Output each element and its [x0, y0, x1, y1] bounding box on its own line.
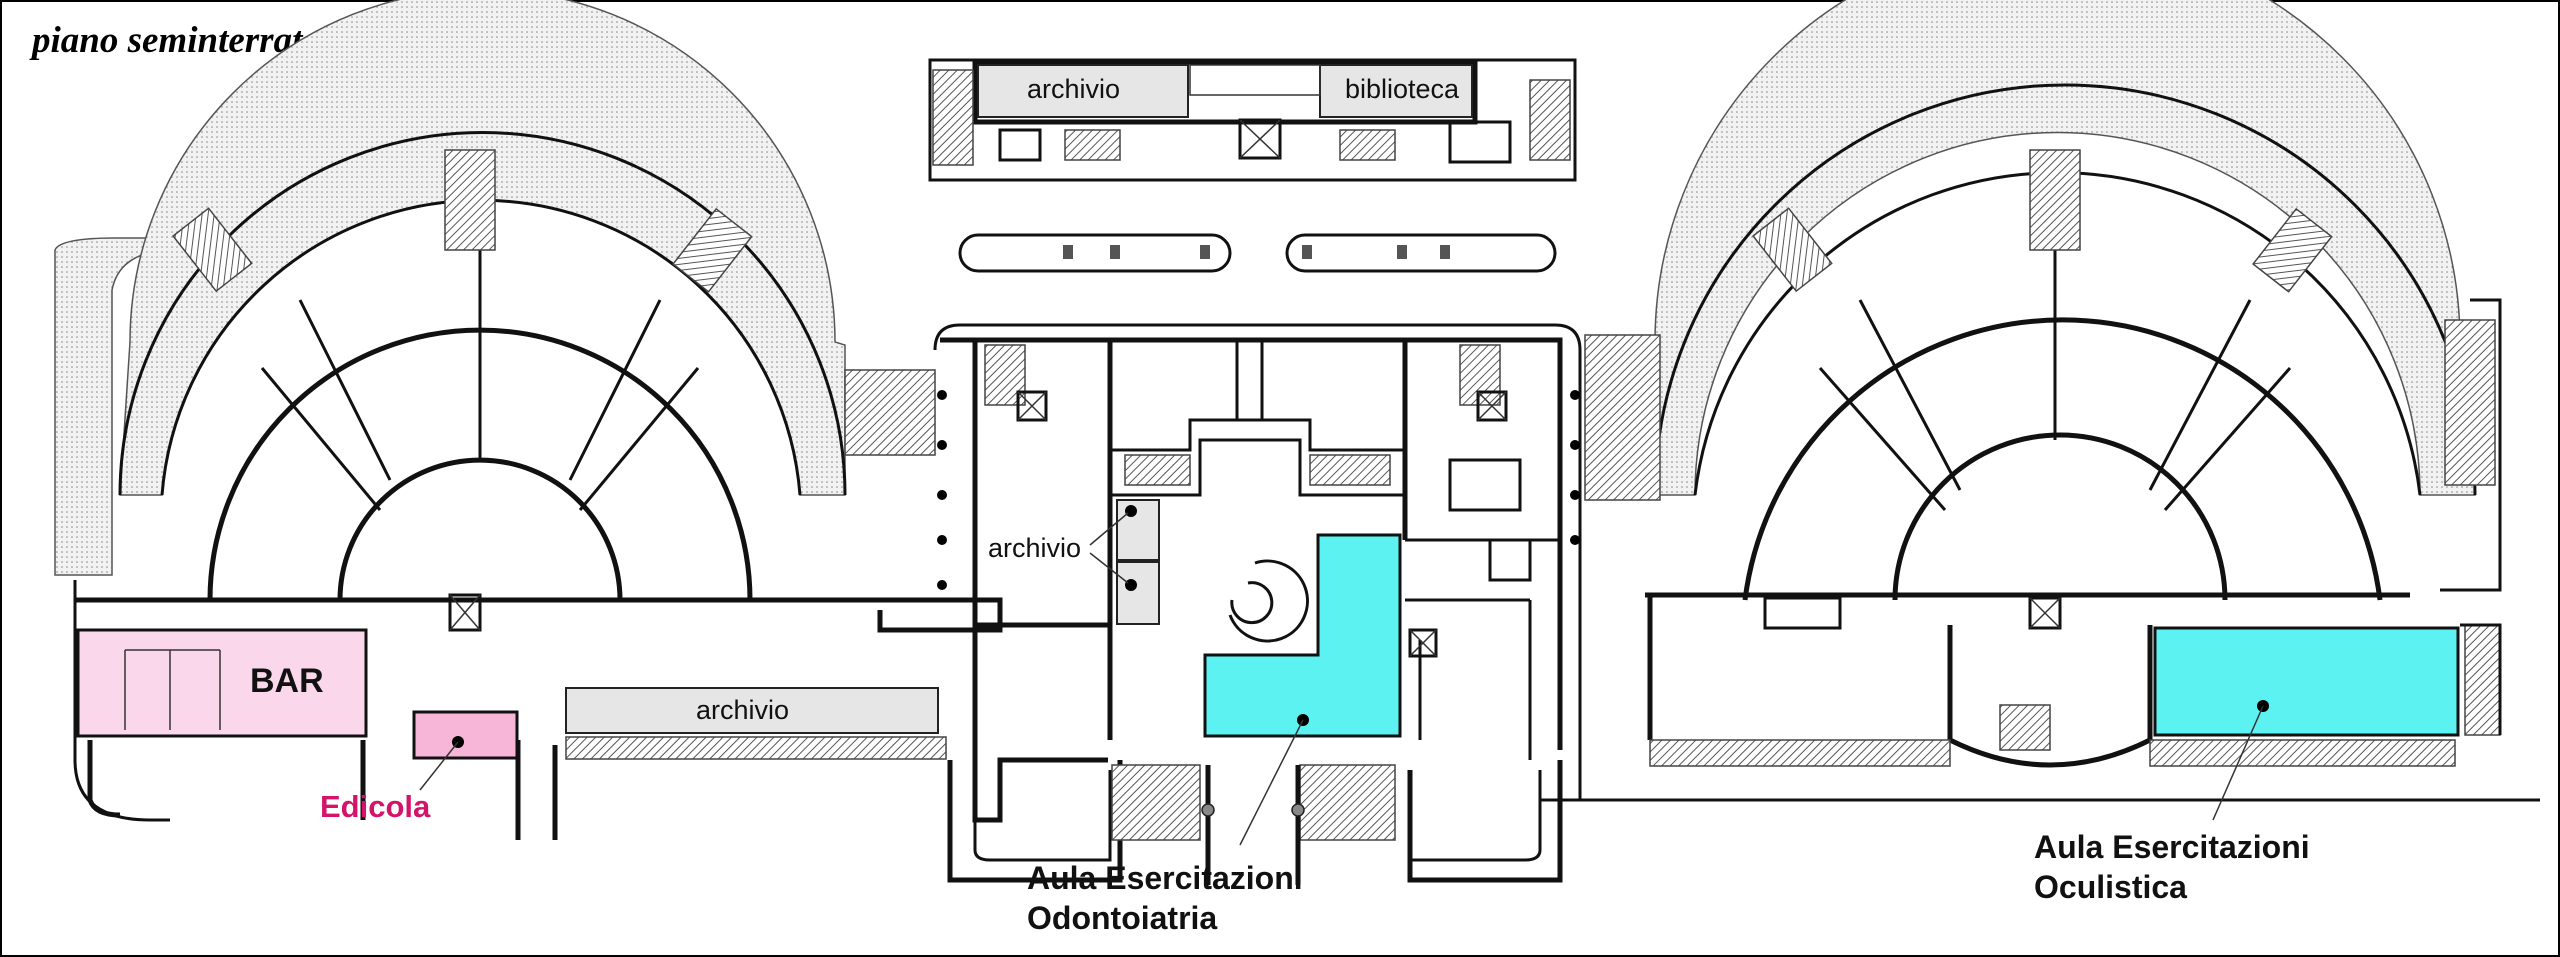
- archivio-top-room: [977, 64, 1189, 118]
- archivio-corridor-label: archivio: [696, 695, 789, 725]
- biblioteca-room: [1319, 64, 1473, 118]
- left-wing: [54, 0, 1003, 840]
- aula-odontoiatria-label-line2: Odontoiatria: [1027, 900, 1217, 936]
- archivio-center-label: archivio: [988, 533, 1081, 563]
- central-block: [933, 323, 2540, 885]
- archivio-top-label: archivio: [1027, 74, 1120, 104]
- right-wing: [1584, 0, 2502, 768]
- edicola-label: Edicola: [320, 789, 431, 824]
- strip-right: [1285, 233, 1557, 273]
- plan-title: piano seminterrato: [29, 20, 321, 61]
- aula-oculistica-room: [2153, 626, 2460, 737]
- aula-oculistica-label-line1: Aula Esercitazioni: [2034, 829, 2310, 865]
- edicola-room: [412, 710, 519, 760]
- aula-odontoiatria-room: [1203, 533, 1402, 738]
- archivio-corridor-room: [565, 687, 939, 734]
- bar-label: BAR: [250, 662, 324, 700]
- biblioteca-label: biblioteca: [1345, 74, 1460, 104]
- aula-oculistica-label-line2: Oculistica: [2034, 869, 2187, 905]
- bar-room: [76, 628, 368, 738]
- strip-left: [958, 233, 1232, 273]
- aula-odontoiatria-label-line1: Aula Esercitazioni: [1027, 860, 1303, 896]
- top-building: archivio biblioteca: [928, 58, 1577, 182]
